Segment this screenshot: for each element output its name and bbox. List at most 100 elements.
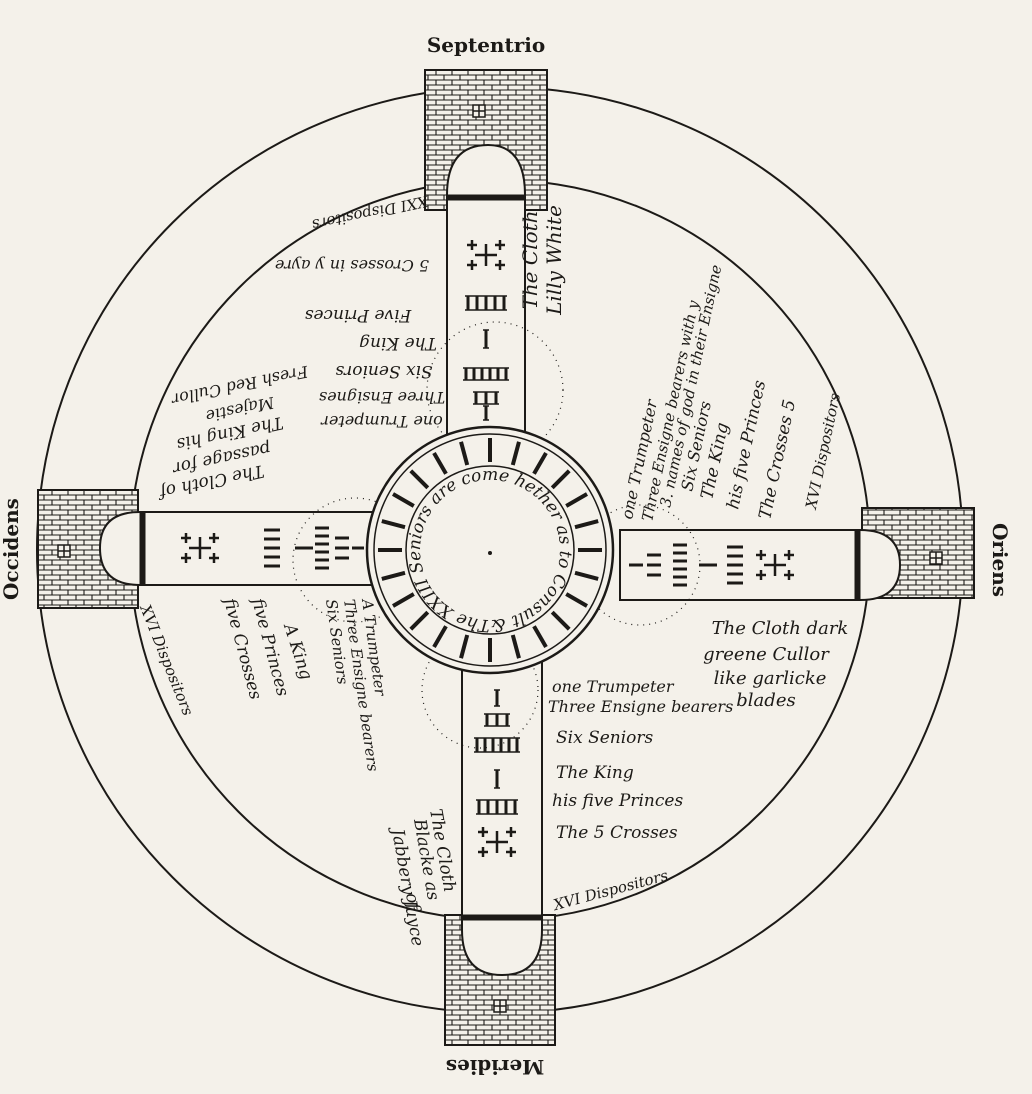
ring-bar: [510, 634, 521, 659]
ring-bar: [409, 610, 430, 631]
ring-bar: [392, 492, 415, 508]
west-tally-6: [315, 526, 329, 570]
ring-bar: [459, 441, 470, 466]
north-tally-6: [463, 367, 509, 381]
label-east: Oriens: [988, 523, 1012, 597]
dispositors-ne: XVI Dispositors: [802, 391, 844, 511]
east-crosses: [784, 550, 794, 560]
east-crosses-big: [764, 554, 786, 576]
dispositors-sw: XVI Dispositors: [136, 601, 197, 718]
north-cloth-line-2: Lilly White: [542, 205, 566, 316]
north-tally-1: [483, 329, 489, 349]
center-ring-3: [405, 465, 575, 635]
south-right-5: his five Princes: [552, 791, 683, 811]
east-cloth-2: greene Cullor: [703, 644, 830, 665]
ring-bar: [381, 570, 406, 581]
north-tally-3: [473, 391, 499, 405]
west-crosses: [209, 553, 219, 563]
ring-bar: [409, 469, 430, 490]
ring-bar: [510, 441, 521, 466]
east-cloth-3: like garlicke: [714, 668, 827, 689]
ring-bars: [378, 438, 602, 662]
north-left-2: Five Princes: [304, 305, 412, 325]
south-tally-5: [476, 799, 518, 815]
ring-bar: [392, 592, 415, 608]
south-crosses: [478, 827, 488, 837]
ring-bar: [381, 519, 406, 530]
east-tally-6: [673, 543, 687, 587]
north-crosses-big: [475, 244, 497, 266]
label-south: Meridies: [446, 1055, 545, 1079]
ring-bar: [565, 592, 588, 608]
label-north: Septentrio: [427, 33, 545, 57]
tally-marks: [181, 240, 794, 857]
south-right-2: Three Ensigne bearers: [548, 697, 733, 716]
north-left-6: one Trumpeter: [320, 412, 443, 431]
dispositors-se: XVI Dispositors: [551, 866, 671, 914]
north-cloth-line-1: The Cloth: [518, 210, 542, 309]
west-below-text: A Trumpeter Three Ensigne bearers Six Se…: [219, 594, 390, 773]
ring-bar: [574, 519, 599, 530]
south-crosses-big: [486, 831, 508, 853]
north-left-1: 5 Crosses in y ayre: [275, 256, 429, 275]
east-cloth: The Cloth dark greene Cullor like garlic…: [703, 618, 848, 711]
west-crosses: [209, 533, 219, 543]
east-tally-3: [647, 553, 661, 577]
ring-bar: [550, 469, 571, 490]
east-crosses: [756, 570, 766, 580]
west-crosses-big: [189, 537, 211, 559]
south-right-1: one Trumpeter: [552, 677, 675, 696]
south-tally-6: [474, 737, 520, 753]
north-cloth: The Cloth Lilly White: [518, 205, 566, 316]
west-crosses: [181, 553, 191, 563]
ring-bar: [532, 625, 548, 648]
south-crosses: [506, 827, 516, 837]
ring-bar: [574, 570, 599, 581]
south-tally-1: [494, 689, 500, 707]
north-left-5: Three Ensignes: [319, 388, 445, 407]
north-crosses: [467, 240, 477, 250]
ring-bar: [550, 610, 571, 631]
east-cloth-1: The Cloth dark: [712, 618, 849, 639]
east-cloth-4: blades: [736, 690, 795, 711]
west-crosses: [181, 533, 191, 543]
north-tally-5: [465, 295, 507, 311]
center-ring-outer: [365, 425, 615, 675]
south-crosses: [506, 847, 516, 857]
south-crosses: [478, 847, 488, 857]
south-tally-3: [484, 713, 510, 727]
north-left-4: Six Seniors: [335, 361, 433, 381]
ring-bar: [432, 452, 448, 475]
south-right-text: one Trumpeter Three Ensigne bearers Six …: [548, 677, 733, 843]
north-crosses: [495, 260, 505, 270]
tower-marks: [57, 104, 943, 1013]
east-crosses: [756, 550, 766, 560]
west-tally-5: [264, 528, 280, 568]
east-tally-5: [727, 545, 743, 585]
ring-bar: [459, 634, 470, 659]
ring-bar: [565, 492, 588, 508]
east-crosses: [784, 570, 794, 580]
north-crosses: [495, 240, 505, 250]
passage-text: The Cloth of passage for The King his Ma…: [155, 362, 311, 503]
dispositors-nw: XXI Dispositors: [310, 192, 430, 234]
south-tally-1b: [494, 769, 500, 789]
north-left-text: 5 Crosses in y ayre Five Princes The Kin…: [275, 256, 445, 431]
south-right-3: Six Seniors: [556, 728, 654, 748]
ring-bar: [432, 625, 448, 648]
north-crosses: [467, 260, 477, 270]
hatch-bands: [139, 194, 861, 921]
label-west: Occidens: [0, 498, 23, 600]
west-tally-3: [335, 536, 349, 560]
north-left-3: The King: [359, 333, 437, 353]
north-tally-1b: [483, 405, 489, 421]
center-ring-2: [373, 433, 607, 667]
center-dot: [488, 551, 492, 555]
east-above-text: one Trumpeter Three Ensigne bearers with…: [617, 263, 800, 523]
south-right-4: The King: [556, 763, 634, 783]
south-cloth-3: of: [401, 891, 424, 913]
south-right-6: The 5 Crosses: [556, 823, 678, 843]
ring-bar: [532, 452, 548, 475]
